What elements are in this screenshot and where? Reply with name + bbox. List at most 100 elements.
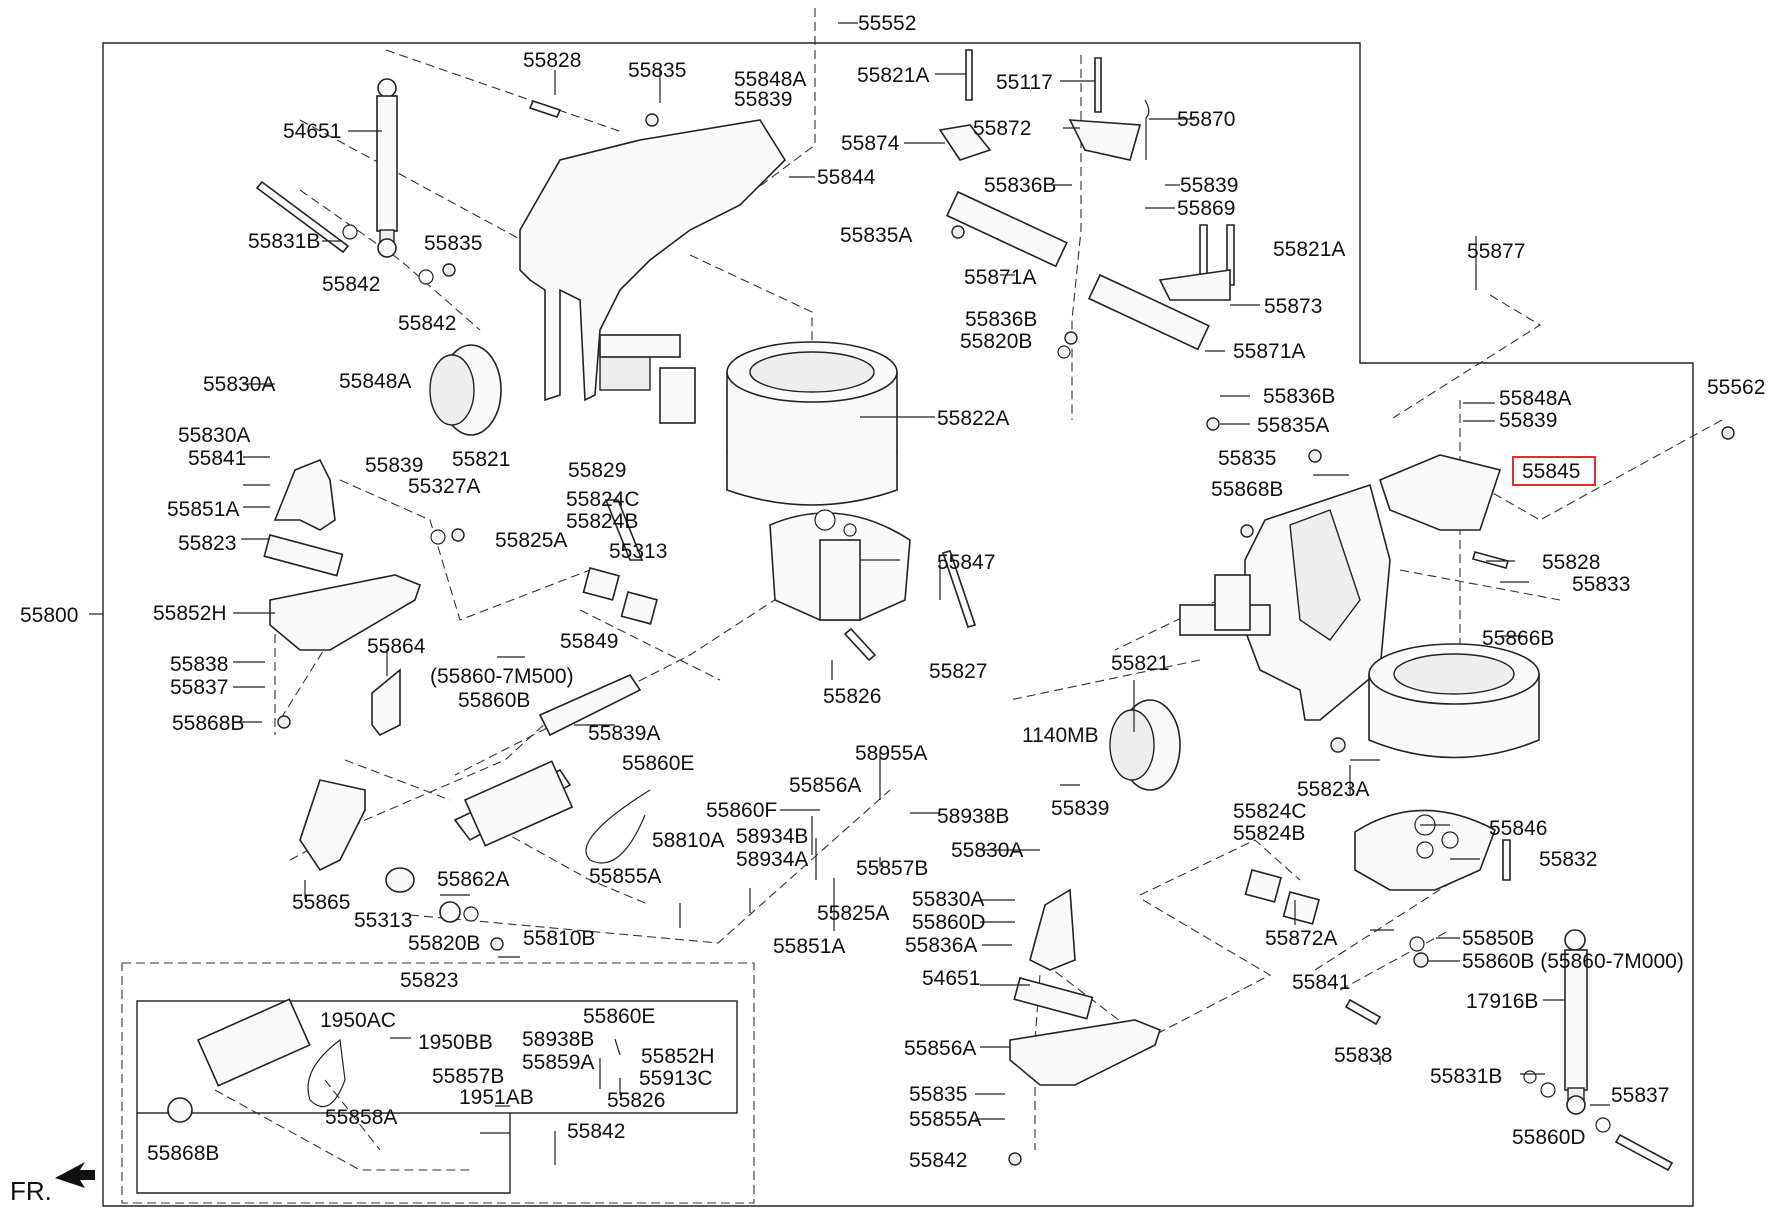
part-label: 55800 — [20, 604, 78, 627]
part-label: 55838 — [1334, 1044, 1392, 1067]
part-label: 55313 — [354, 909, 412, 932]
part-label: 55826 — [607, 1089, 665, 1112]
part-label: 55857B — [856, 857, 928, 880]
part-label: 1950AC — [320, 1009, 396, 1032]
part-label: 55846 — [1489, 817, 1547, 840]
part-label: 55852H — [641, 1045, 715, 1068]
part-label: 1140MB — [1022, 724, 1099, 747]
part-label: 55842 — [322, 273, 380, 296]
part-label: 55829 — [568, 459, 626, 482]
part-label: 55828 — [523, 49, 581, 72]
part-label: 58934B — [736, 825, 808, 848]
wire-loops — [585, 99, 1394, 931]
part-label: 55832 — [1539, 848, 1597, 871]
part-label: 55839A — [588, 722, 660, 745]
front-direction-arrow — [55, 1162, 95, 1188]
part-label: 55839 — [1180, 174, 1238, 197]
part-label: 55873 — [1264, 295, 1322, 318]
part-label: 55874 — [841, 132, 900, 155]
fr-label: FR. — [10, 1176, 52, 1206]
part-label: 55849 — [560, 630, 618, 653]
part-label: 55858A — [325, 1106, 397, 1129]
part-label: 55827 — [929, 660, 987, 683]
air-spring-right — [1368, 643, 1540, 759]
frame-bracket-left — [519, 119, 787, 424]
part-label: 55860B — [458, 689, 530, 712]
kit-cylinder — [167, 998, 346, 1123]
part-label: 55833 — [1572, 573, 1630, 596]
part-label: 55837 — [170, 676, 228, 699]
part-label: 1951AB — [459, 1086, 534, 1109]
kit-box-solid — [136, 1000, 738, 1114]
shock-absorber-right — [1564, 929, 1588, 1115]
part-label: 55830A — [912, 888, 984, 911]
part-label: 54651 — [922, 967, 980, 990]
part-label: 55837 — [1611, 1084, 1669, 1107]
part-label: 55913C — [639, 1067, 713, 1090]
part-label: 55860D — [912, 911, 986, 934]
part-label: 54651 — [283, 120, 341, 143]
part-label: 55825A — [495, 529, 567, 552]
part-label: 55824C — [566, 488, 640, 511]
part-label: 55851A — [167, 498, 239, 521]
part-label: 55830A — [951, 839, 1023, 862]
height-valve-cylinder — [385, 760, 574, 923]
part-label: 58934A — [736, 848, 808, 871]
part-label: 55856A — [789, 774, 861, 797]
part-label: 55855A — [909, 1108, 981, 1131]
frame-bracket-right — [1179, 454, 1502, 721]
part-label: 55327A — [408, 475, 480, 498]
part-label: 55824B — [566, 510, 638, 533]
part-label: 55835 — [909, 1083, 967, 1106]
axle-seat-parts — [263, 344, 1320, 1020]
part-label: 55860E — [583, 1005, 655, 1028]
part-label: 58938B — [522, 1028, 594, 1051]
part-label: 55822A — [937, 407, 1009, 430]
kit-box-dashed — [121, 962, 755, 1204]
part-label: 55851A — [773, 935, 845, 958]
part-label: 55823 — [178, 532, 236, 555]
spring-plate-left — [769, 509, 911, 621]
part-label: 55856A — [904, 1037, 976, 1060]
part-label: 58938B — [937, 805, 1009, 828]
part-label: 55871A — [964, 266, 1036, 289]
main-frame — [102, 42, 1694, 1207]
part-label: 58955A — [855, 742, 927, 765]
part-label: 55868B — [1211, 478, 1283, 501]
part-label: 55848A — [1499, 387, 1571, 410]
part-label: 55841 — [188, 447, 246, 470]
part-label: 55825A — [817, 902, 889, 925]
part-label: 55868B — [172, 712, 244, 735]
part-label: 55831B — [248, 230, 320, 253]
part-label: 55857B — [432, 1065, 504, 1088]
part-label: 55864 — [367, 635, 426, 658]
part-label: 55821 — [1111, 652, 1169, 675]
part-label: 55562 — [1707, 376, 1765, 399]
part-label: 55821A — [1273, 238, 1345, 261]
part-label: 55117 — [996, 71, 1053, 94]
shock-cylinders-top — [938, 119, 1231, 351]
part-label: 55839 — [734, 88, 792, 111]
part-label: 55860E — [622, 752, 694, 775]
part-label: 55842 — [398, 312, 456, 335]
part-label: 55839 — [1499, 409, 1557, 432]
part-label: 55810B — [523, 927, 595, 950]
part-label: 55823 — [400, 969, 458, 992]
part-label: 55831B — [1430, 1065, 1502, 1088]
part-label: 55844 — [817, 166, 876, 189]
part-label: 55848A — [734, 68, 806, 91]
part-label: 55860F — [706, 799, 777, 822]
part-label: 55842 — [567, 1120, 625, 1143]
part-label: 55855A — [589, 865, 661, 888]
part-label: 55823A — [1297, 778, 1369, 801]
part-label: 55872A — [1265, 927, 1337, 950]
shock-absorber-left — [376, 78, 398, 258]
part-label: 55845 — [1522, 460, 1580, 483]
part-label: (55860-7M500) — [430, 665, 574, 688]
part-label: 55860B (55860-7M000) — [1462, 950, 1684, 973]
part-label: 55830A — [203, 373, 275, 396]
part-label: 55835 — [1218, 447, 1276, 470]
part-label: 55860D — [1512, 1126, 1586, 1149]
part-label: 55859A — [522, 1051, 594, 1074]
